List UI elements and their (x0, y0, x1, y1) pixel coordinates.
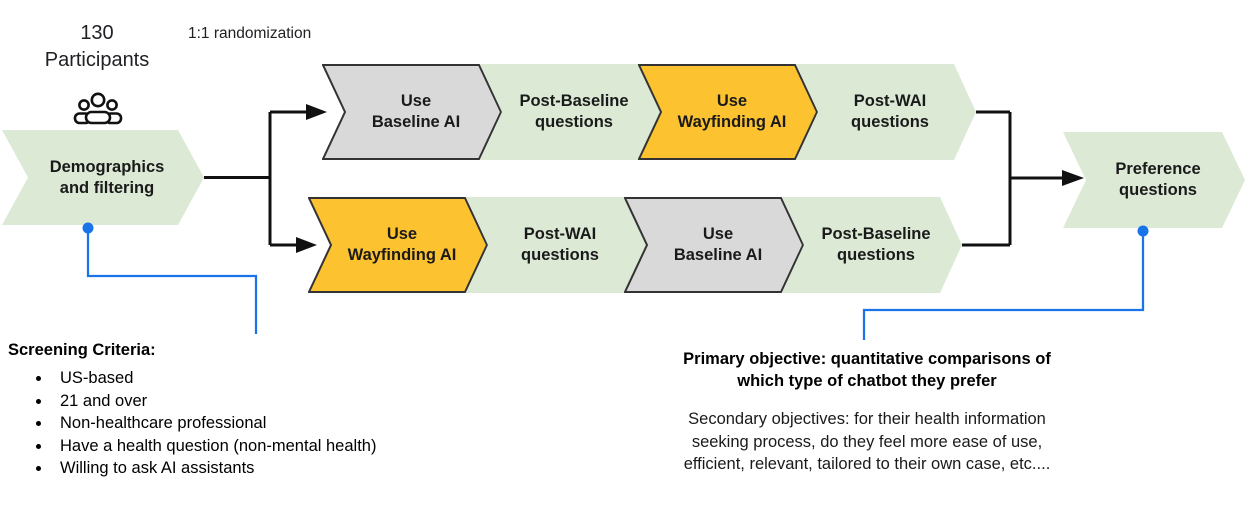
step-top-use-baseline: Use Baseline AI (322, 64, 502, 160)
participants-label: Participants (44, 49, 150, 71)
person-head-left (78, 99, 90, 111)
person-body-center (84, 110, 112, 125)
split-connector-line (204, 110, 306, 247)
chevron-shape (796, 64, 976, 160)
screening-item: Have a health question (non-mental healt… (52, 435, 448, 458)
secondary-objectives-text: Secondary objectives: for their health i… (683, 410, 1051, 473)
merge-connector-line (962, 110, 1062, 247)
randomization-label: 1:1 randomization (188, 25, 312, 42)
screening-item: Non-healthcare professional (52, 412, 448, 435)
screening-criteria-list: US-based 21 and over Non-healthcare prof… (8, 367, 448, 480)
people-group-icon (73, 92, 123, 125)
chevron-shape (480, 64, 660, 160)
chevron-shape (322, 64, 502, 160)
chevron-shape (624, 197, 804, 293)
step-label: Demographics and filtering (49, 157, 165, 197)
screening-criteria-title: Screening Criteria: (8, 341, 156, 359)
chevron-shape (466, 197, 646, 293)
objectives-block: Primary objective: quantitative comparis… (622, 348, 1112, 476)
step-demographics: Demographics and filtering (2, 130, 204, 225)
participants-count-block: 130 Participants (30, 20, 164, 74)
step-bottom-post-wai: Post-WAI questions (466, 197, 646, 293)
person-head-center (90, 92, 106, 108)
step-bottom-use-baseline: Use Baseline AI (624, 197, 804, 293)
screening-item: 21 and over (52, 390, 448, 413)
step-preference: Preference questions (1063, 132, 1245, 228)
step-bottom-use-wayfinding: Use Wayfinding AI (308, 197, 488, 293)
chevron-shape (308, 197, 488, 293)
step-label: Post-Baseline questions (821, 225, 931, 264)
screening-item: Willing to ask AI assistants (52, 457, 448, 480)
step-label: Post-WAI questions (851, 92, 929, 131)
step-label: Use Baseline AI (673, 225, 763, 264)
step-label: Preference questions (1115, 160, 1201, 199)
participants-count: 130 (80, 22, 114, 44)
step-label: Use Wayfinding AI (677, 92, 787, 131)
chevron-shape (1063, 132, 1245, 228)
step-label: Post-Baseline questions (519, 92, 629, 131)
chevron-shape (2, 130, 204, 225)
chevron-shape (638, 64, 818, 160)
step-label: Post-WAI questions (521, 225, 599, 264)
screening-item: US-based (52, 367, 448, 390)
step-label: Use Baseline AI (371, 92, 461, 131)
step-bottom-post-baseline: Post-Baseline questions (782, 197, 962, 293)
step-top-post-wai: Post-WAI questions (796, 64, 976, 160)
screening-criteria-block: Screening Criteria: US-based 21 and over… (8, 340, 448, 480)
screening-callout-line (86, 228, 258, 334)
step-top-use-wayfinding: Use Wayfinding AI (638, 64, 818, 160)
step-label: Use Wayfinding AI (347, 225, 457, 264)
person-head-right (106, 99, 118, 111)
step-top-post-baseline: Post-Baseline questions (480, 64, 660, 160)
primary-objective-text: Primary objective: quantitative comparis… (683, 350, 1051, 390)
